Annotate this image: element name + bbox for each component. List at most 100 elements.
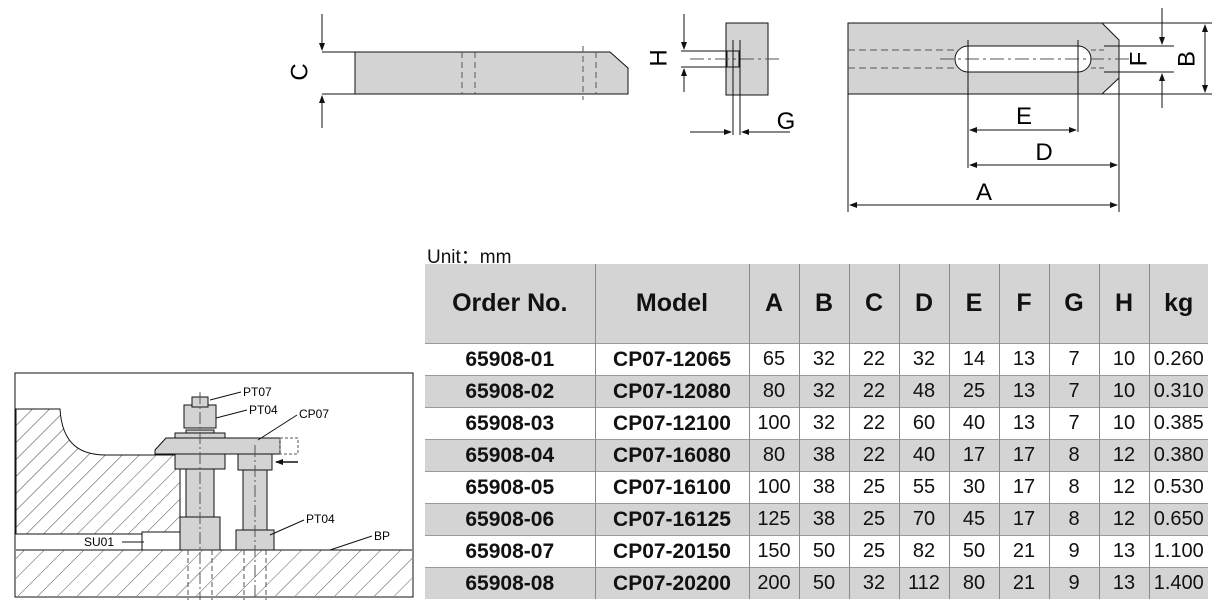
cell-kg: 0.530 xyxy=(1148,471,1208,504)
cell-b: 32 xyxy=(798,343,849,376)
callout-cp07: CP07 xyxy=(299,407,329,421)
cell-h: 13 xyxy=(1098,535,1149,568)
cell-f: 13 xyxy=(998,407,1049,440)
cell-model: CP07-20200 xyxy=(594,567,749,599)
cell-d: 48 xyxy=(898,375,949,408)
dim-label-g: G xyxy=(777,108,796,135)
cell-a: 125 xyxy=(748,503,799,536)
cell-c: 25 xyxy=(848,535,899,568)
cell-h: 10 xyxy=(1098,375,1149,408)
cell-e: 14 xyxy=(948,343,999,376)
callout-bp: BP xyxy=(374,529,390,543)
cell-a: 80 xyxy=(748,375,799,408)
cell-e: 40 xyxy=(948,407,999,440)
header-kg: kg xyxy=(1148,264,1208,344)
cell-e: 17 xyxy=(948,439,999,472)
dim-label-c: C xyxy=(286,63,313,80)
cell-g: 7 xyxy=(1048,407,1099,440)
header-h: H xyxy=(1098,264,1149,344)
cell-e: 30 xyxy=(948,471,999,504)
cell-order-no: 65908-03 xyxy=(425,407,595,440)
cell-order-no: 65908-04 xyxy=(425,439,595,472)
cell-c: 22 xyxy=(848,407,899,440)
cell-g: 7 xyxy=(1048,343,1099,376)
spec-table: Order No. Model A B C D E F G H kg 65908… xyxy=(425,264,1208,599)
cell-b: 50 xyxy=(798,535,849,568)
cell-f: 21 xyxy=(998,535,1049,568)
end-view: H G xyxy=(645,14,795,135)
cell-model: CP07-16125 xyxy=(594,503,749,536)
cell-b: 38 xyxy=(798,471,849,504)
dim-label-e: E xyxy=(1016,103,1032,130)
cell-b: 32 xyxy=(798,407,849,440)
cell-b: 38 xyxy=(798,503,849,536)
cell-e: 50 xyxy=(948,535,999,568)
cell-g: 9 xyxy=(1048,535,1099,568)
cell-h: 10 xyxy=(1098,407,1149,440)
cell-model: CP07-12100 xyxy=(594,407,749,440)
cell-h: 10 xyxy=(1098,343,1149,376)
cell-model: CP07-16100 xyxy=(594,471,749,504)
cell-order-no: 65908-02 xyxy=(425,375,595,408)
cell-c: 25 xyxy=(848,471,899,504)
cell-model: CP07-16080 xyxy=(594,439,749,472)
cell-a: 80 xyxy=(748,439,799,472)
cell-a: 150 xyxy=(748,535,799,568)
cell-d: 70 xyxy=(898,503,949,536)
cell-kg: 0.310 xyxy=(1148,375,1208,408)
cell-order-no: 65908-07 xyxy=(425,535,595,568)
cell-b: 50 xyxy=(798,567,849,599)
cell-a: 200 xyxy=(748,567,799,599)
cell-a: 100 xyxy=(748,407,799,440)
cell-kg: 0.385 xyxy=(1148,407,1208,440)
cell-g: 8 xyxy=(1048,439,1099,472)
cell-f: 17 xyxy=(998,439,1049,472)
cell-h: 12 xyxy=(1098,439,1149,472)
header-e: E xyxy=(948,264,999,344)
header-a: A xyxy=(748,264,799,344)
cell-c: 25 xyxy=(848,503,899,536)
cell-b: 32 xyxy=(798,375,849,408)
header-f: F xyxy=(998,264,1049,344)
header-b: B xyxy=(798,264,849,344)
cell-order-no: 65908-01 xyxy=(425,343,595,376)
cell-f: 17 xyxy=(998,503,1049,536)
cell-kg: 1.400 xyxy=(1148,567,1208,599)
cell-f: 13 xyxy=(998,343,1049,376)
unit-label: Unit：mm xyxy=(427,247,512,268)
callout-pt04-top: PT04 xyxy=(249,403,278,417)
header-g: G xyxy=(1048,264,1099,344)
cell-a: 65 xyxy=(748,343,799,376)
cell-f: 13 xyxy=(998,375,1049,408)
cell-d: 60 xyxy=(898,407,949,440)
assembly-illustration: PT07 PT04 CP07 PT04 SU01 BP xyxy=(14,372,414,600)
cell-c: 22 xyxy=(848,375,899,408)
callout-pt07: PT07 xyxy=(243,385,272,399)
dim-label-f: F xyxy=(1125,52,1152,67)
dim-label-d: D xyxy=(1035,139,1052,166)
cell-g: 9 xyxy=(1048,567,1099,599)
cell-e: 80 xyxy=(948,567,999,599)
cell-h: 13 xyxy=(1098,567,1149,599)
cell-f: 17 xyxy=(998,471,1049,504)
dim-label-b: B xyxy=(1173,51,1200,67)
cell-d: 82 xyxy=(898,535,949,568)
cell-e: 25 xyxy=(948,375,999,408)
cell-order-no: 65908-08 xyxy=(425,567,595,599)
cell-d: 112 xyxy=(898,567,949,599)
cell-order-no: 65908-06 xyxy=(425,503,595,536)
cell-kg: 0.380 xyxy=(1148,439,1208,472)
header-d: D xyxy=(898,264,949,344)
cell-g: 8 xyxy=(1048,471,1099,504)
cell-kg: 0.650 xyxy=(1148,503,1208,536)
callout-su01: SU01 xyxy=(84,535,114,549)
side-view: C xyxy=(286,14,629,128)
